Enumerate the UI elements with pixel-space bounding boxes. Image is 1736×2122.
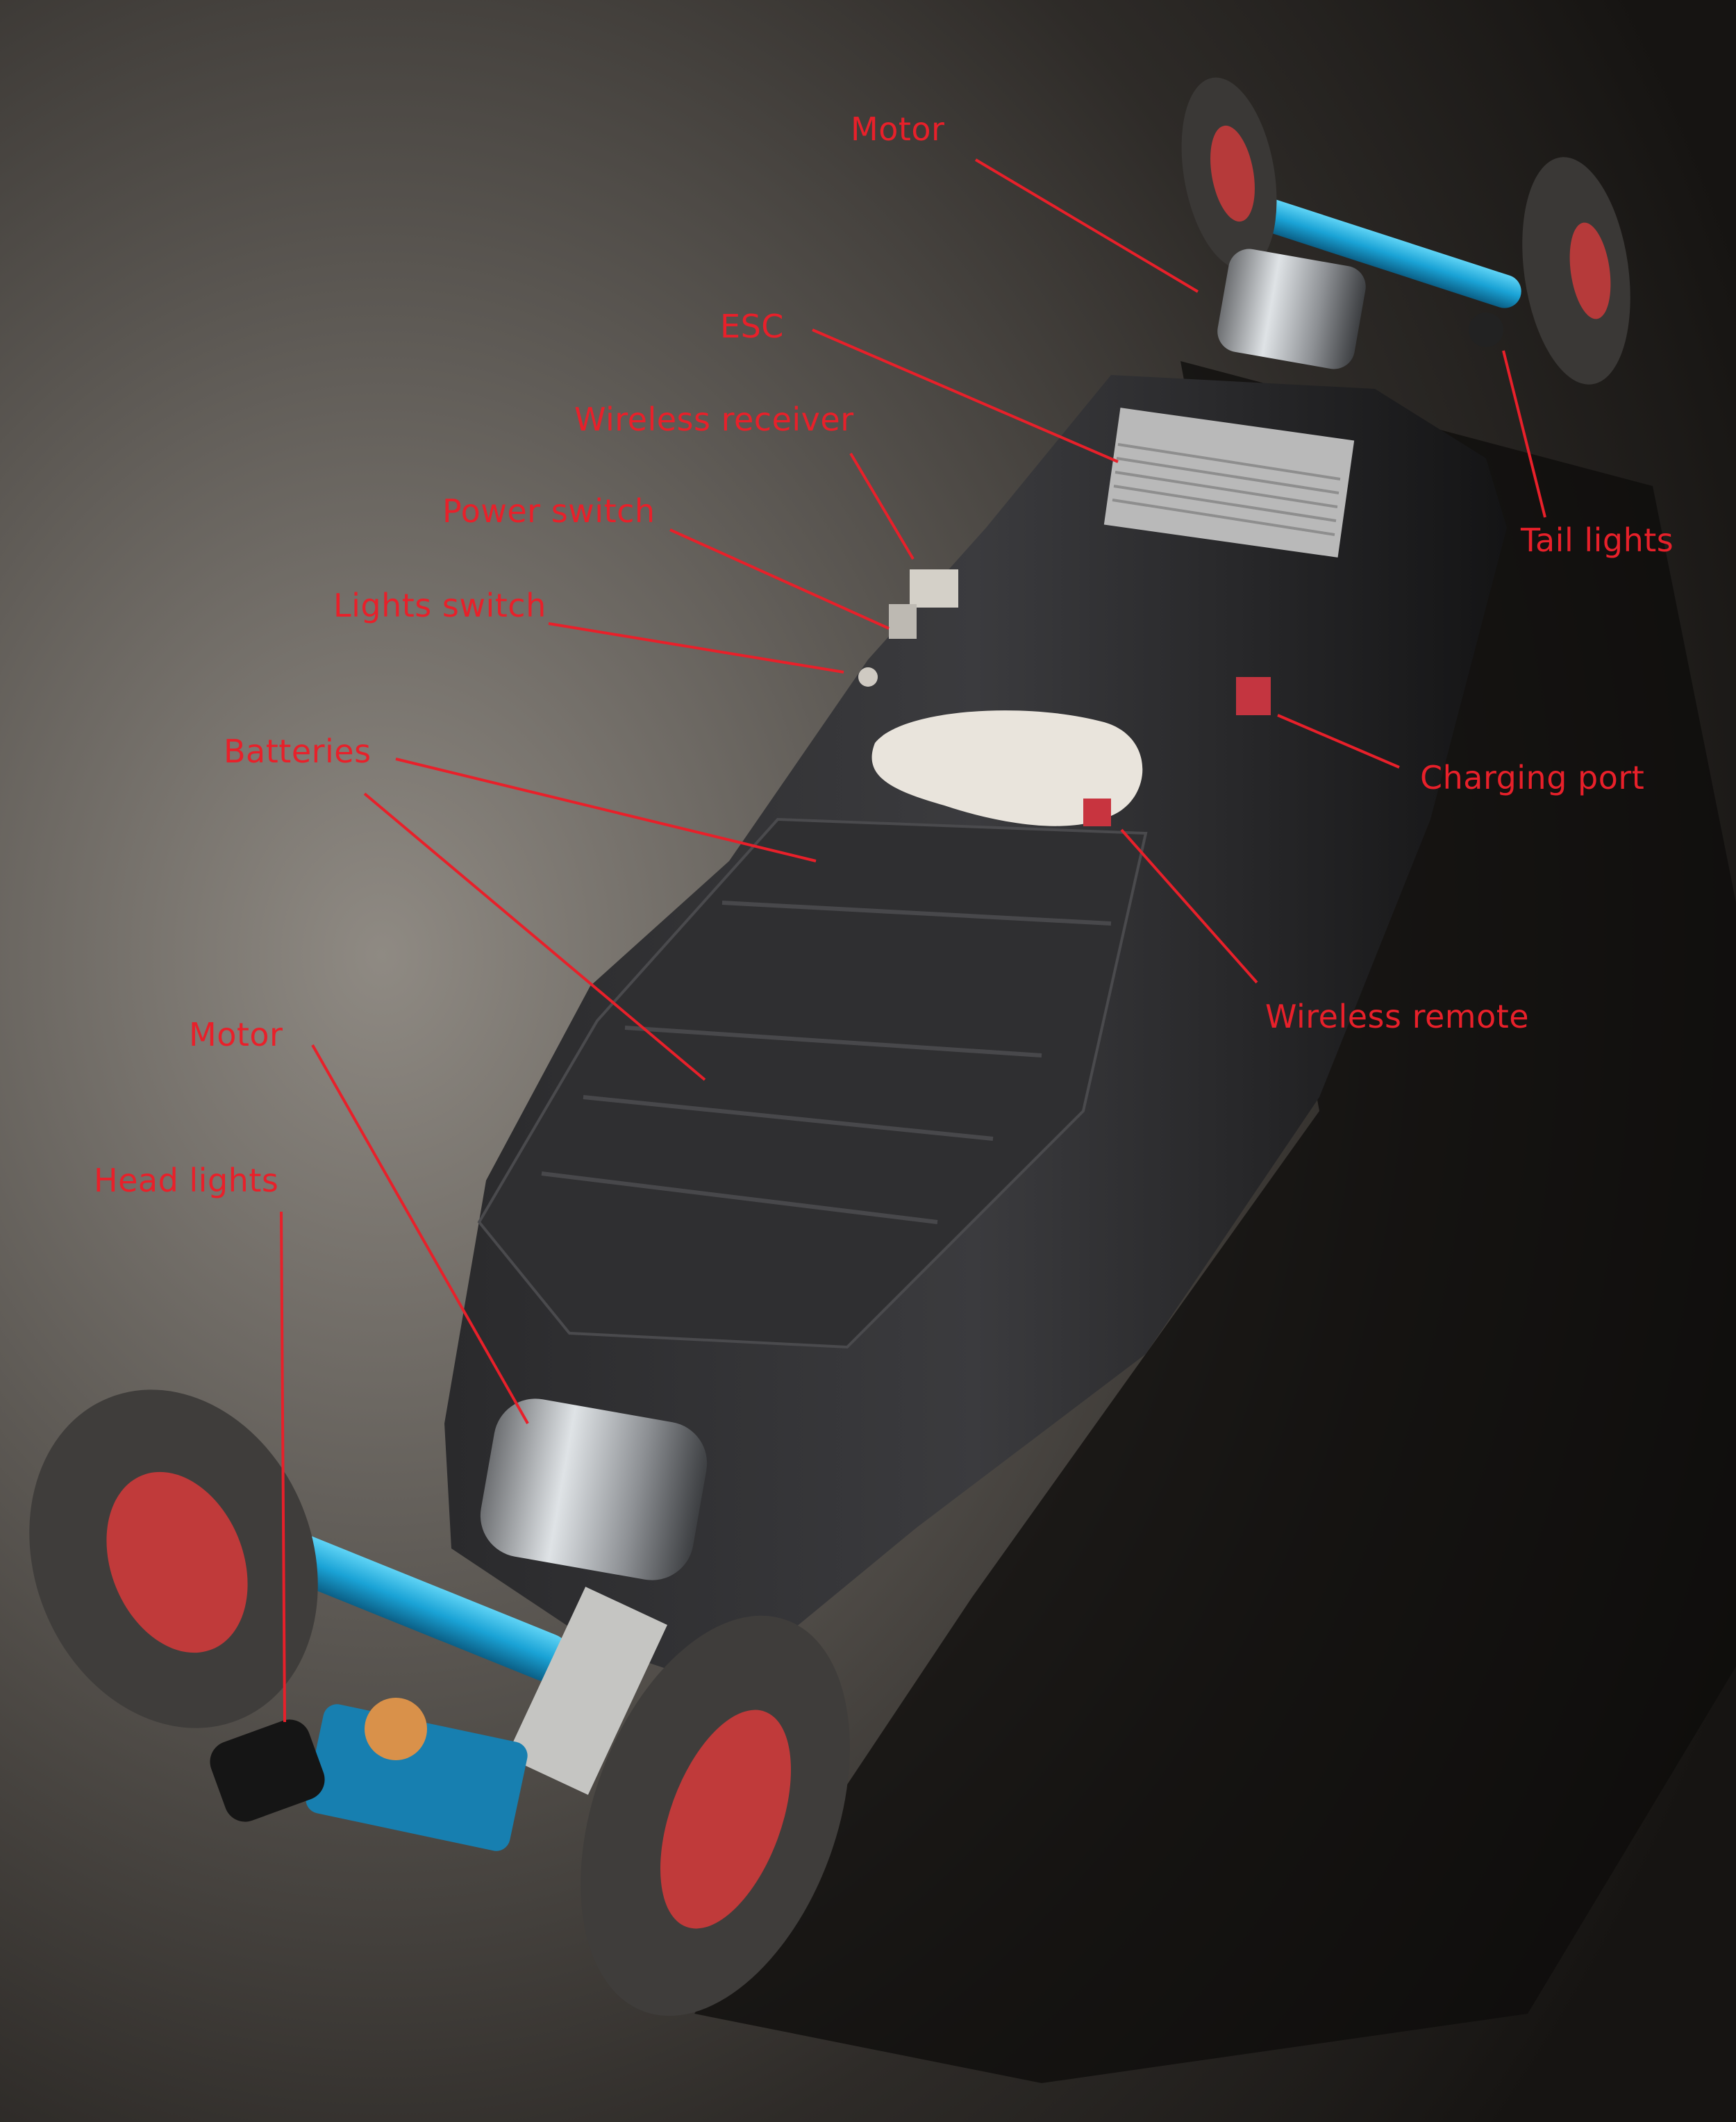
line-charging-port	[1277, 714, 1400, 769]
head-light	[210, 1719, 325, 1822]
callout-charging-port: Charging port	[1420, 759, 1645, 796]
esc-heatsink	[1103, 408, 1355, 558]
power-switch	[889, 604, 917, 639]
motor-mount	[506, 1587, 667, 1795]
callout-power-switch: Power switch	[442, 492, 656, 530]
callout-wireless-remote: Wireless remote	[1265, 998, 1530, 1035]
esc-fins	[1112, 443, 1341, 536]
line-tail-lights	[1502, 350, 1546, 518]
battery-tape-texture	[541, 901, 1112, 1224]
wireless-remote	[871, 710, 1143, 826]
tail-light	[1469, 312, 1503, 347]
front-left-hub	[106, 1471, 248, 1653]
battery-pack	[477, 817, 1148, 1349]
callout-lights-switch: Lights switch	[333, 587, 546, 624]
charging-port	[1236, 677, 1271, 715]
callout-wireless-receiver: Wireless receiver	[574, 401, 854, 438]
line-motor-rear	[974, 158, 1199, 293]
callout-head-lights: Head lights	[94, 1162, 279, 1199]
callout-tail-lights: Tail lights	[1521, 521, 1674, 559]
front-truck-base	[306, 1704, 528, 1851]
lights-switch	[858, 667, 878, 687]
rear-truck-axle	[1228, 190, 1521, 308]
line-esc	[812, 328, 1119, 463]
remote-trigger	[1083, 799, 1111, 826]
rear-motor	[1217, 249, 1366, 369]
front-right-hub	[660, 1710, 792, 1929]
line-receiver	[849, 452, 915, 560]
rear-right-hub	[1569, 222, 1611, 319]
rear-left-hub	[1210, 125, 1255, 222]
board-shadow	[694, 361, 1736, 2083]
receiver-box	[910, 569, 958, 608]
line-motor-front	[311, 1044, 529, 1424]
callout-batteries: Batteries	[224, 733, 372, 770]
front-motor	[480, 1398, 708, 1580]
line-head-lights	[280, 1211, 286, 1723]
line-power-switch	[669, 528, 890, 630]
callout-esc: ESC	[720, 308, 784, 345]
line-wireless-remote	[1120, 828, 1258, 984]
line-batteries-1	[395, 758, 817, 862]
callout-lines	[280, 158, 1546, 1723]
line-batteries-2	[363, 792, 706, 1081]
callout-motor-rear: Motor	[851, 110, 945, 148]
line-lights-switch	[548, 622, 844, 674]
callout-motor-front: Motor	[189, 1016, 283, 1053]
kingpin-bushing	[365, 1698, 427, 1760]
